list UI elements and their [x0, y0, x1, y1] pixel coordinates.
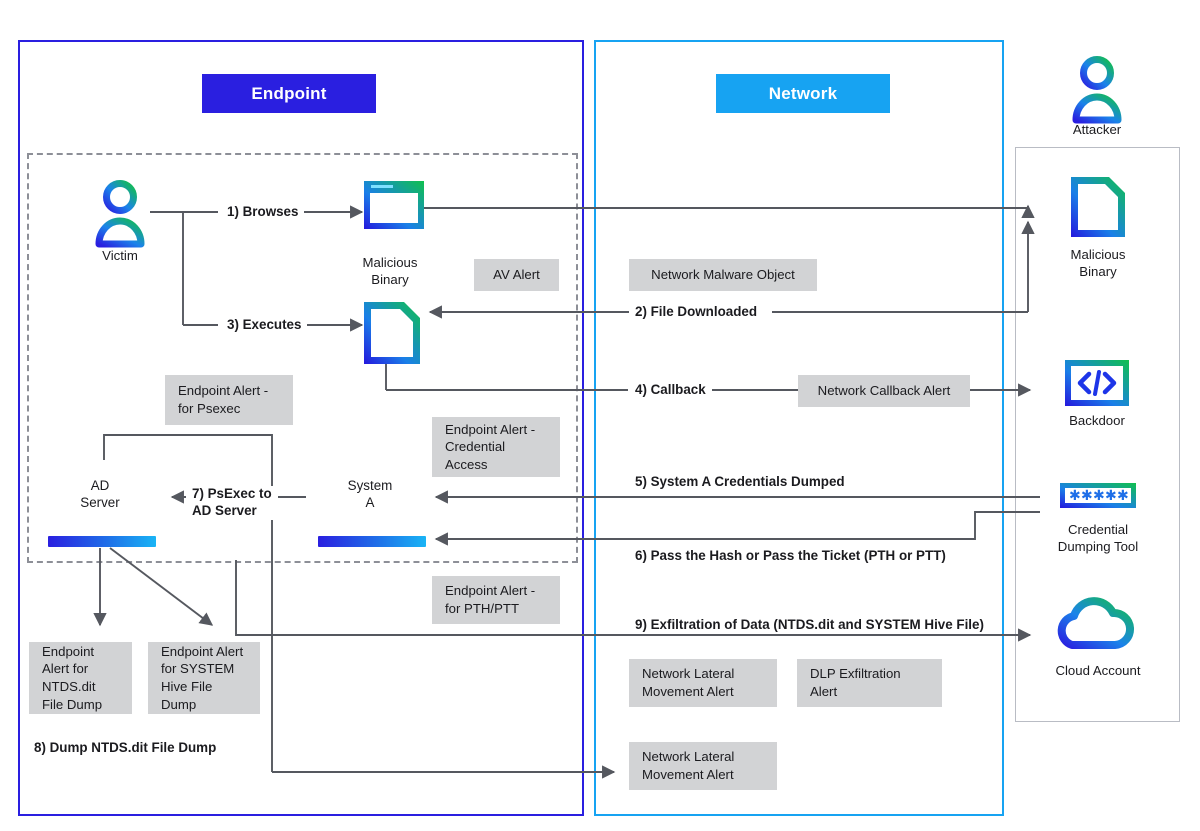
- network-malware-object-chip: Network Malware Object: [629, 259, 817, 291]
- endpoint-alert-psexec-chip: Endpoint Alert - for Psexec: [165, 375, 293, 425]
- network-callback-alert-chip: Network Callback Alert: [798, 375, 970, 407]
- system-a-label: System A: [325, 467, 415, 523]
- ad-server-node: AD Server: [48, 460, 156, 548]
- monitor-base: [48, 536, 156, 547]
- endpoint-alert-system-hive-chip: Endpoint Alert for SYSTEM Hive File Dump: [148, 642, 260, 714]
- flow-label-1-browses: 1) Browses: [221, 204, 305, 221]
- network-lateral-movement-alert-chip-1: Network Lateral Movement Alert: [629, 659, 777, 707]
- flow-label-3-executes: 3) Executes: [221, 317, 308, 334]
- malicious-binary-attacker-caption: Malicious Binary: [1070, 247, 1126, 279]
- flow-label-4-callback: 4) Callback: [629, 382, 712, 399]
- person-icon: [1072, 56, 1122, 124]
- flow-label-2-file-downloaded: 2) File Downloaded: [629, 304, 764, 321]
- flow-label-6-pth-ptt: 6) Pass the Hash or Pass the Ticket (PTH…: [629, 548, 952, 565]
- flow-label-9-exfiltration: 9) Exfiltration of Data (NTDS.dit and SY…: [629, 617, 990, 634]
- monitor-icon: System A: [318, 460, 422, 530]
- flow-label-7-psexec: 7) PsExec to AD Server: [186, 486, 278, 520]
- malicious-binary-endpoint-caption: Malicious Binary: [362, 255, 418, 287]
- backdoor-caption: Backdoor: [1069, 413, 1125, 428]
- credential-dumping-tool-caption: Credential Dumping Tool: [1057, 522, 1139, 554]
- ad-server-label: AD Server: [55, 467, 145, 523]
- endpoint-zone: [18, 40, 584, 816]
- network-zone: [594, 40, 1004, 816]
- flow-label-8-dump-ntds: 8) Dump NTDS.dit File Dump: [28, 740, 223, 757]
- flow-label-5-credentials-dumped: 5) System A Credentials Dumped: [629, 474, 851, 491]
- endpoint-alert-pth-ptt-chip: Endpoint Alert - for PTH/PTT: [432, 576, 560, 624]
- network-lateral-movement-alert-chip-2: Network Lateral Movement Alert: [629, 742, 777, 790]
- network-header: Network: [716, 74, 890, 113]
- endpoint-alert-credential-access-chip: Endpoint Alert - Credential Access: [432, 417, 560, 477]
- monitor-base: [318, 536, 426, 547]
- victim-caption: Victim: [102, 248, 138, 263]
- endpoint-alert-ntds-chip: Endpoint Alert for NTDS.dit File Dump: [29, 642, 132, 714]
- endpoint-header: Endpoint: [202, 74, 376, 113]
- attacker-caption: Attacker: [1072, 122, 1122, 137]
- cloud-account-caption: Cloud Account: [1055, 663, 1141, 678]
- attacker-assets-zone: [1015, 147, 1180, 722]
- av-alert-chip: AV Alert: [474, 259, 559, 291]
- monitor-icon: AD Server: [48, 460, 152, 530]
- dlp-exfiltration-alert-chip: DLP Exfiltration Alert: [797, 659, 942, 707]
- system-a-node: System A: [318, 460, 426, 548]
